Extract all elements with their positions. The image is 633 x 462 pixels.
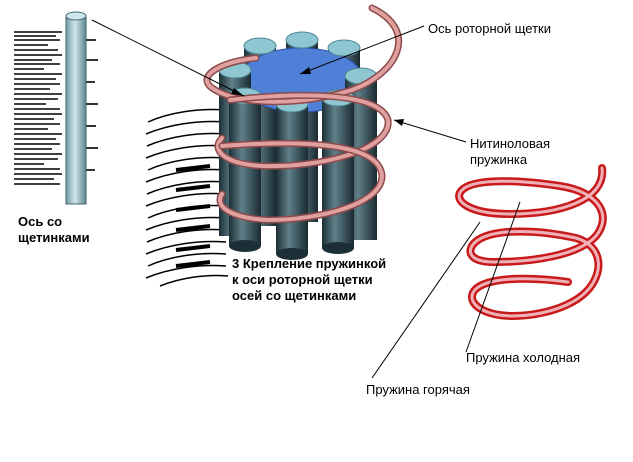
bristle-axis-rod xyxy=(65,15,87,205)
rotor-cylinder-bottom xyxy=(229,240,261,252)
leader-arrowheads xyxy=(231,67,404,126)
bristle-axis-figure xyxy=(14,11,98,205)
label-rotor-axis: Ось роторной щетки xyxy=(428,21,551,36)
leader-spring-cold xyxy=(465,201,521,353)
label-nitinol-line2: пружинка xyxy=(470,152,528,167)
spring-figure xyxy=(455,164,607,320)
arrowhead-bristle-axis xyxy=(231,88,244,96)
leader-lines xyxy=(91,19,521,379)
rotor-cylinder-cap xyxy=(327,39,361,57)
rotor-cylinder xyxy=(322,98,354,248)
label-fastening-line3: осей со щетинками xyxy=(232,288,357,303)
bristle-axis-rod-top xyxy=(65,11,87,21)
arrowhead-nitinol xyxy=(394,119,404,126)
label-spring-cold: Пружина холодная xyxy=(466,350,581,365)
rotor-cylinder-cap xyxy=(243,37,277,55)
rotor-cylinder xyxy=(276,104,308,254)
leader-rotor-axis xyxy=(299,25,425,75)
label-fastening-line1: 3 Крепление пружинкой xyxy=(232,256,387,271)
label-nitinol-line1: Нитиноловая xyxy=(470,136,550,151)
bristle-lines-left xyxy=(14,31,98,185)
leader-bristle-axis xyxy=(91,19,245,97)
nitinol-spring xyxy=(203,4,403,224)
rotor-cylinder-bottom xyxy=(322,242,354,254)
rotor-bristle-tufts xyxy=(175,164,211,268)
rotor-cylinder-bottom xyxy=(276,248,308,260)
label-spring-hot: Пружина горячая xyxy=(366,382,470,397)
rotor-cylinder-cap xyxy=(285,31,319,49)
label-fastening-line2: к оси роторной щетки xyxy=(232,272,373,287)
rotor-cylinder xyxy=(229,96,261,246)
arrowhead-rotor-axis xyxy=(300,67,311,74)
label-bristle-axis-line2: щетинками xyxy=(18,230,90,245)
leader-spring-hot xyxy=(371,221,481,379)
leader-nitinol xyxy=(393,119,467,143)
label-bristle-axis-line1: Ось со xyxy=(18,214,63,229)
rotor-bristles xyxy=(145,108,229,287)
